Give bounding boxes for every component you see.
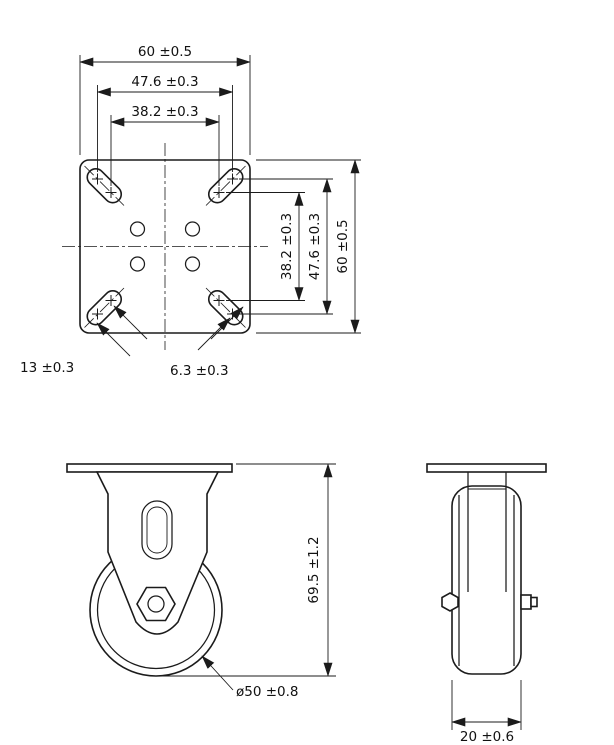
- dim-wheel-width-label: 20 ±0.6: [460, 729, 514, 745]
- dim-overall-height-label: 69.5 ±1.2: [306, 536, 322, 603]
- fork-slot-outer: [141, 500, 173, 560]
- dim-plate-width-label: 60 ±0.5: [138, 44, 192, 60]
- axle-bolt-end: [530, 596, 538, 608]
- dim-wheel-diameter-label: ø50 ±0.8: [236, 684, 299, 700]
- dim-hole-span-inner-h: 38.2 ±0.3: [110, 104, 220, 186]
- dim-wheel-diameter: ø50 ±0.8: [201, 655, 299, 700]
- axle-nut-side: [441, 592, 459, 612]
- dim-hole-span-outer-h: 47.6 ±0.3: [96, 74, 234, 172]
- fork-side-leg: [467, 472, 507, 592]
- dim-hole-span-inner-v-label: 38.2 ±0.3: [279, 213, 295, 280]
- dim-slot-hole-label: 6.3 ±0.3: [170, 363, 229, 379]
- wheel-side-profile: [451, 485, 522, 675]
- front-top-plate: [66, 463, 233, 473]
- dim-hole-span-outer-v-label: 47.6 ±0.3: [307, 213, 323, 280]
- dim-hole-span-inner-v: 38.2 ±0.3: [226, 191, 305, 302]
- fork-slot-inner: [146, 506, 168, 554]
- dim-plate-height-label: 60 ±0.5: [335, 219, 351, 273]
- slot-centerlines: [84, 165, 246, 328]
- dim-hole-span-outer-h-label: 47.6 ±0.3: [131, 74, 198, 90]
- dim-wheel-width: 20 ±0.6: [451, 680, 522, 745]
- dim-hole-span-inner-h-label: 38.2 ±0.3: [131, 104, 198, 120]
- dim-overall-height: 69.5 ±1.2: [160, 463, 336, 677]
- top-view: 60 ±0.5 47.6 ±0.3 38.2 ±0.3 38.2 ±0.3: [20, 44, 361, 379]
- plate-centerlines: [62, 143, 268, 350]
- dim-plate-width: 60 ±0.5: [79, 44, 251, 155]
- dim-slot-hole: 6.3 ±0.3: [170, 306, 244, 379]
- side-top-plate: [426, 463, 547, 473]
- dim-slot-width-label: 13 ±0.3: [20, 360, 74, 376]
- axle-nut-hex: [136, 586, 176, 622]
- axle-bolt-washer: [520, 594, 532, 610]
- axle-center-hole: [147, 595, 165, 613]
- center-holes: [129, 221, 201, 272]
- side-view: 20 ±0.6: [426, 463, 547, 745]
- dim-slot-width: 13 ±0.3: [20, 305, 148, 376]
- dim-plate-height: 60 ±0.5: [256, 159, 361, 334]
- front-view: 69.5 ±1.2 ø50 ±0.8: [66, 463, 336, 700]
- dim-hole-span-outer-v: 47.6 ±0.3: [239, 178, 333, 315]
